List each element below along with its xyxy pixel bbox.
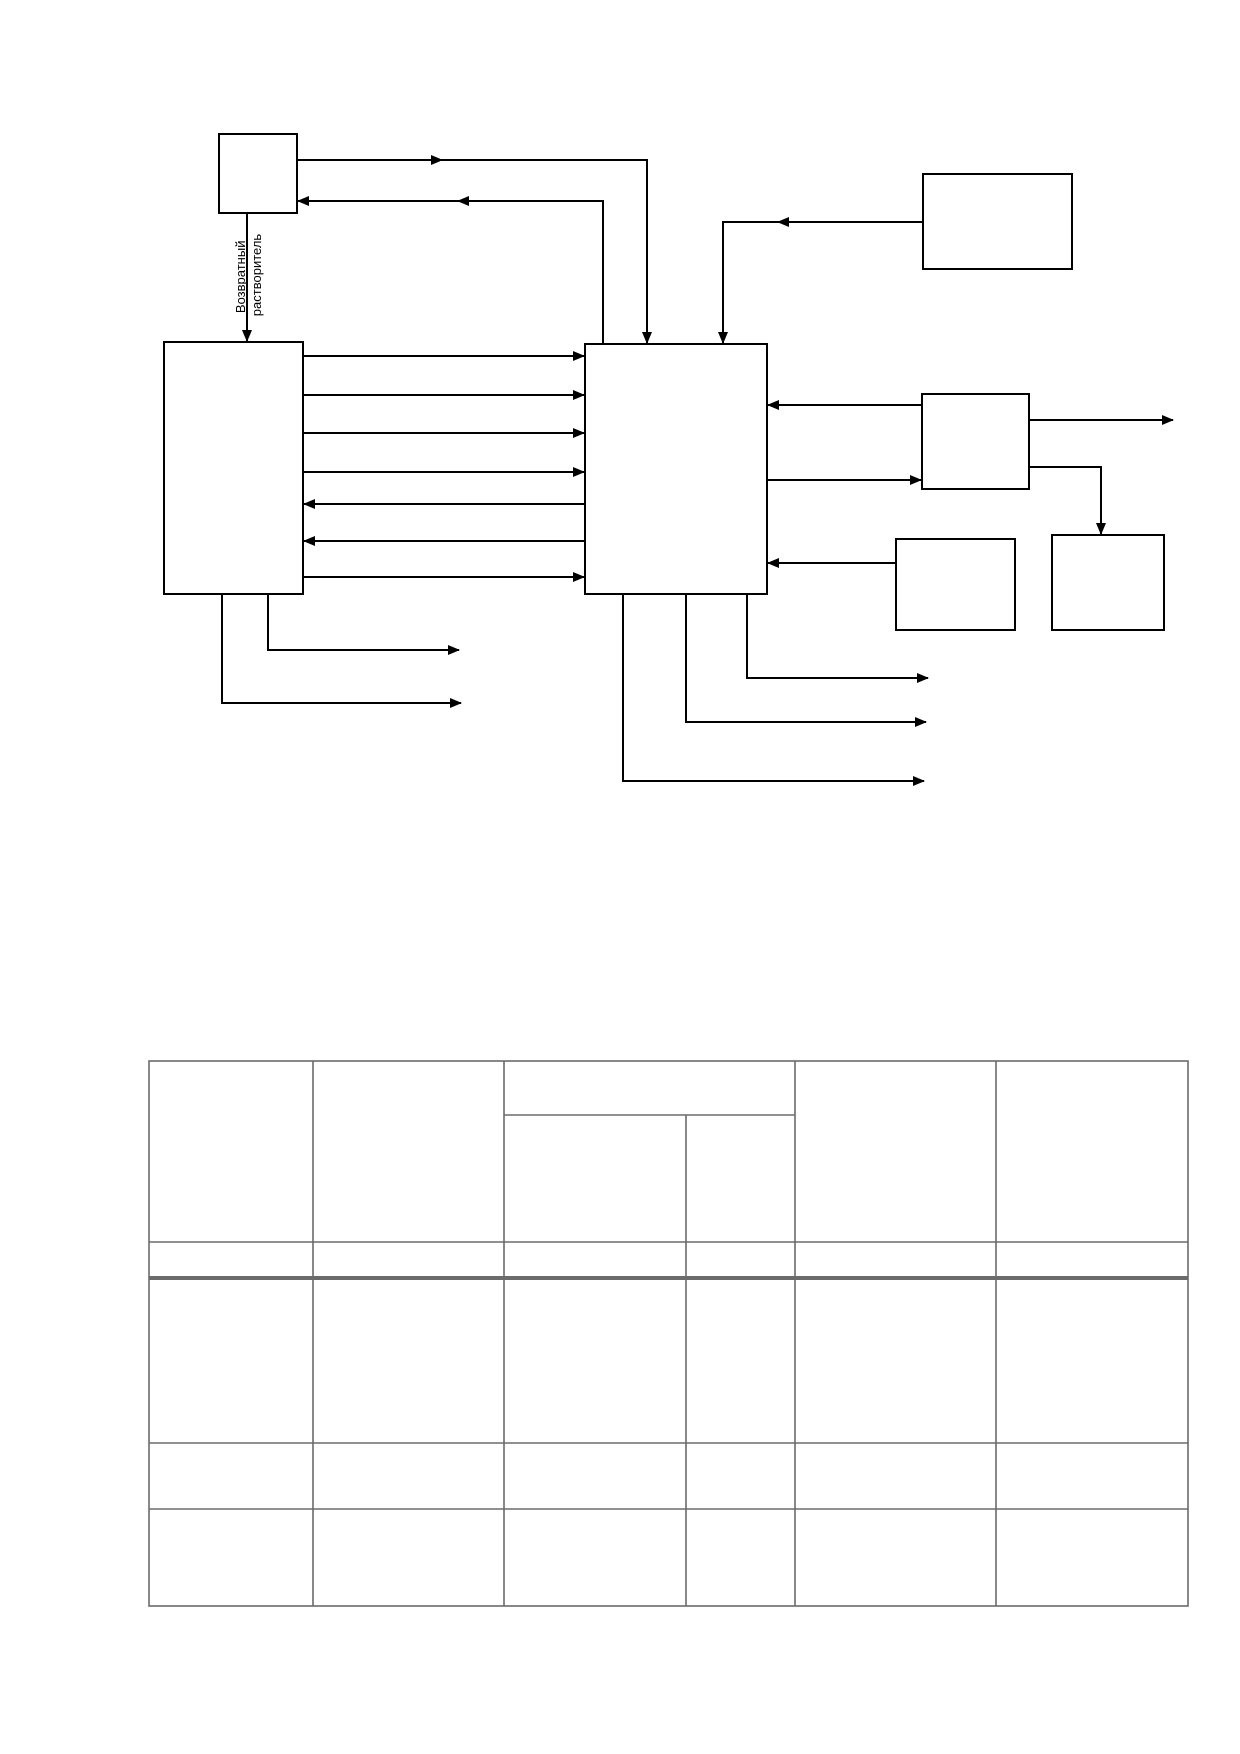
flow-left-outlet-1 (267, 594, 460, 655)
process-flow-diagram: Возвратный растворитель (163, 133, 1174, 786)
flow-central-outlet-1 (746, 594, 929, 683)
left-main-unit-block (163, 341, 304, 595)
central-unit-block (584, 343, 768, 595)
top-right-unit-block (922, 173, 1073, 270)
flow-central-outlet-2 (685, 594, 927, 727)
flow-rightmid-to-farright (1029, 466, 1106, 535)
flow-topright-to-central (718, 221, 923, 344)
flow-topleft-to-central (297, 159, 652, 344)
flow-central-to-topleft (297, 196, 604, 344)
right-middle-unit-block (921, 393, 1030, 490)
return-solvent-label: Возвратный растворитель (233, 234, 264, 317)
right-lower-unit-block (895, 538, 1016, 631)
flow-central-outlet-3 (622, 594, 925, 786)
far-right-unit-block (1051, 534, 1165, 631)
table-outer-border (148, 1060, 1189, 1607)
flow-left-outlet-2 (221, 594, 462, 708)
top-left-unit-block (218, 133, 298, 214)
